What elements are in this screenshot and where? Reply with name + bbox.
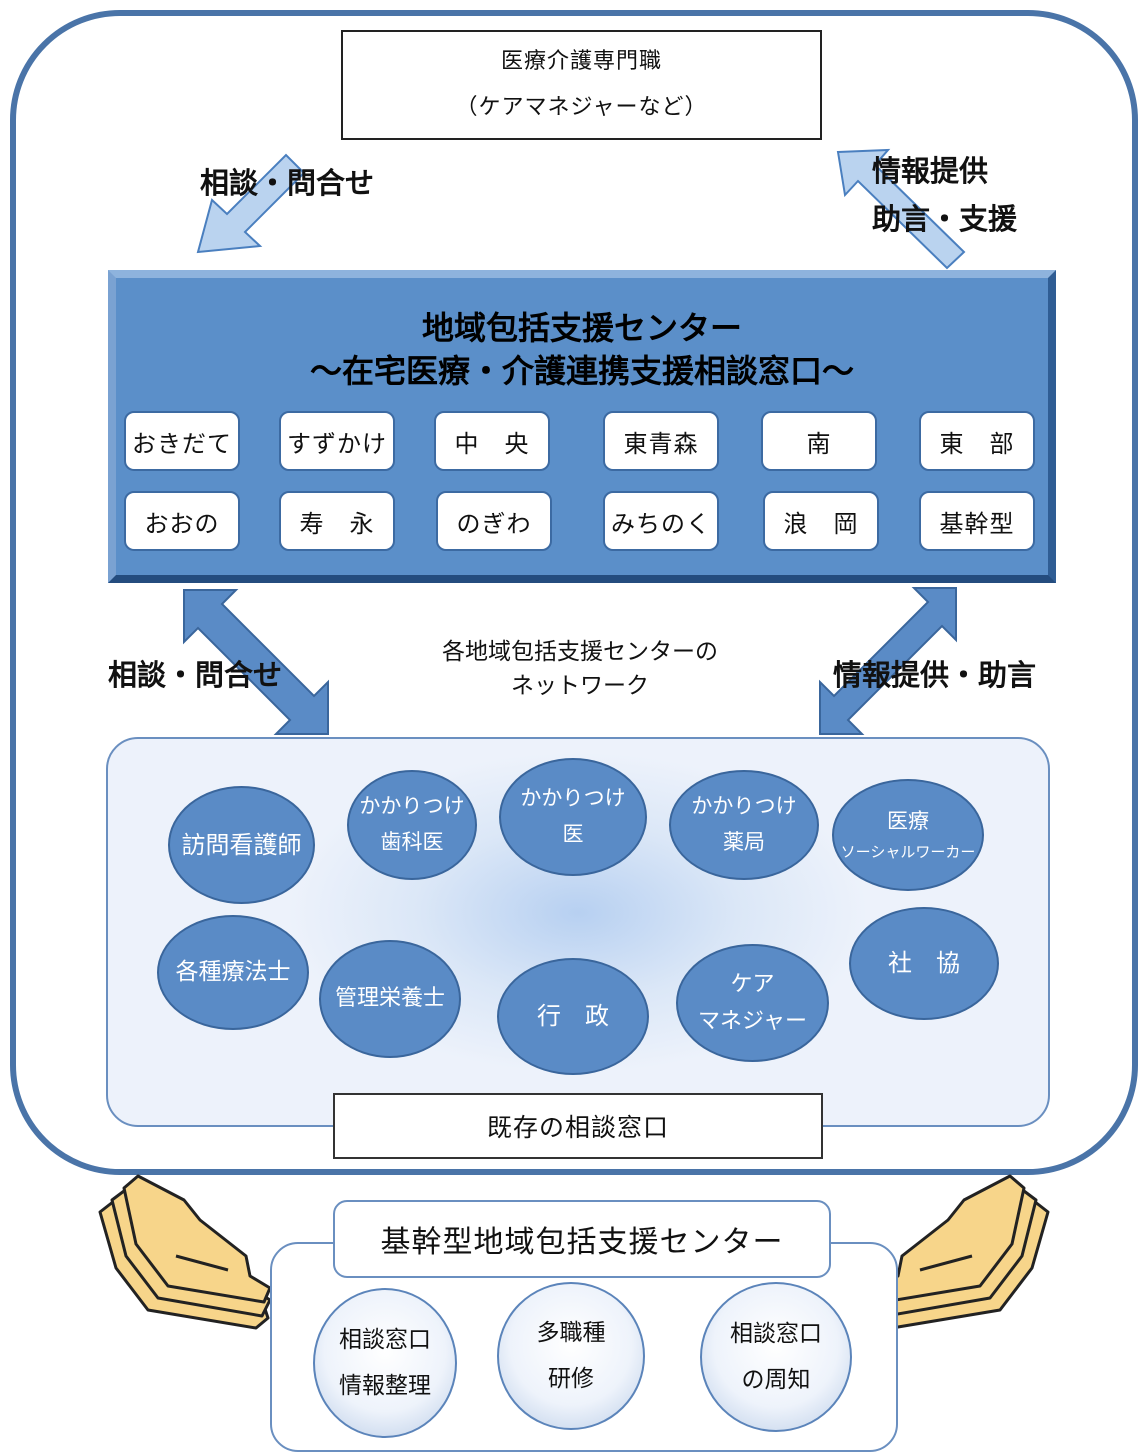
area-box-chuo: 中 央 <box>434 411 550 471</box>
professional-box: 医療介護専門職 （ケアマネジャーなど） <box>341 30 822 140</box>
consult-double-arrow <box>183 589 329 735</box>
node-msw-line1: 医療 <box>887 809 929 834</box>
node-dentist-line1: かかりつけ <box>359 794 465 819</box>
area-box-nogiwa: のぎわ <box>436 491 552 551</box>
core-center-title: 基幹型地域包括支援センター <box>380 1225 784 1260</box>
node-pharmacy-line2: 薬局 <box>723 830 765 854</box>
area-box-minami: 南 <box>761 411 877 471</box>
info-up-arrow <box>836 148 966 270</box>
network-caption: 各地域包括支援センターの ネットワーク <box>380 635 780 703</box>
core-item-1-line1: 相談窓口 <box>339 1327 431 1353</box>
node-care-manager: ケア マネジャー <box>676 944 829 1062</box>
info-label-lower: 情報提供・助言 <box>833 658 1037 692</box>
node-therapists: 各種療法士 <box>157 915 309 1030</box>
node-dietitian: 管理栄養士 <box>319 940 461 1058</box>
node-dentist: かかりつけ 歯科医 <box>347 770 477 880</box>
professional-box-line2: （ケアマネジャーなど） <box>455 95 708 120</box>
area-box-okidate: おきだて <box>124 411 240 471</box>
center-subtitle: ～在宅医療・介護連携支援相談窓口～ <box>309 352 854 390</box>
node-doctor-line1: かかりつけ <box>520 786 626 811</box>
info-label-upper-line2: 助言・支援 <box>872 202 1018 236</box>
professional-box-line1: 医療介護専門職 <box>500 49 662 74</box>
left-hand <box>98 1174 272 1330</box>
core-item-publicity: 相談窓口 の周知 <box>700 1282 852 1432</box>
area-box-michinoku: みちのく <box>603 491 719 551</box>
node-administration: 行 政 <box>497 958 649 1075</box>
core-item-3-line1: 相談窓口 <box>730 1321 822 1347</box>
area-box-tobu: 東 部 <box>919 411 1035 471</box>
info-label-upper-line1: 情報提供 <box>872 154 989 188</box>
area-box-kikangata: 基幹型 <box>919 491 1035 551</box>
node-social-welfare-council-label: 社 協 <box>888 949 960 978</box>
node-pharmacy-line1: かかりつけ <box>691 794 797 819</box>
core-item-1-line2: 情報整理 <box>339 1373 431 1399</box>
core-item-2-line2: 研修 <box>548 1366 594 1392</box>
area-box-suzukake: すずかけ <box>279 411 395 471</box>
consult-label-lower: 相談・問合せ <box>108 658 283 692</box>
node-msw-line2: ソーシャルワーカー <box>840 843 976 862</box>
area-box-oono: おおの <box>124 491 240 551</box>
center-panel <box>108 270 1056 583</box>
existing-desk-box: 既存の相談窓口 <box>333 1093 823 1159</box>
node-social-welfare-council: 社 協 <box>849 907 999 1020</box>
node-care-manager-line2: マネジャー <box>698 1009 807 1034</box>
node-dietitian-label: 管理栄養士 <box>334 986 445 1012</box>
node-administration-label: 行 政 <box>537 1002 609 1031</box>
node-therapists-label: 各種療法士 <box>175 958 291 985</box>
node-visiting-nurse-label: 訪問看護師 <box>181 830 302 859</box>
core-item-3-line2: の周知 <box>741 1367 811 1393</box>
area-box-higashiaomori: 東青森 <box>603 411 719 471</box>
core-item-2-line1: 多職種 <box>536 1320 606 1346</box>
area-box-jusei: 寿 永 <box>279 491 395 551</box>
center-title: 地域包括支援センター <box>421 309 742 347</box>
node-visiting-nurse: 訪問看護師 <box>168 786 315 904</box>
core-item-info-organization: 相談窓口 情報整理 <box>313 1288 457 1438</box>
existing-desk-label: 既存の相談窓口 <box>486 1113 669 1142</box>
core-center-title-box: 基幹型地域包括支援センター <box>333 1200 831 1278</box>
area-box-namioka: 浪 岡 <box>763 491 879 551</box>
node-msw: 医療 ソーシャルワーカー <box>832 779 984 891</box>
core-item-training: 多職種 研修 <box>497 1282 645 1430</box>
consult-down-arrow <box>196 153 306 254</box>
node-doctor-line2: 医 <box>562 822 584 846</box>
consult-label-upper: 相談・問合せ <box>200 166 375 200</box>
info-double-arrow <box>819 587 957 735</box>
network-caption-line2: ネットワーク <box>511 673 649 699</box>
right-hand <box>876 1174 1050 1330</box>
node-pharmacy: かかりつけ 薬局 <box>669 770 819 880</box>
node-dentist-line2: 歯科医 <box>380 830 444 854</box>
network-caption-line1: 各地域包括支援センターの <box>442 639 718 665</box>
node-care-manager-line1: ケア <box>730 971 775 997</box>
node-doctor: かかりつけ 医 <box>499 758 647 876</box>
